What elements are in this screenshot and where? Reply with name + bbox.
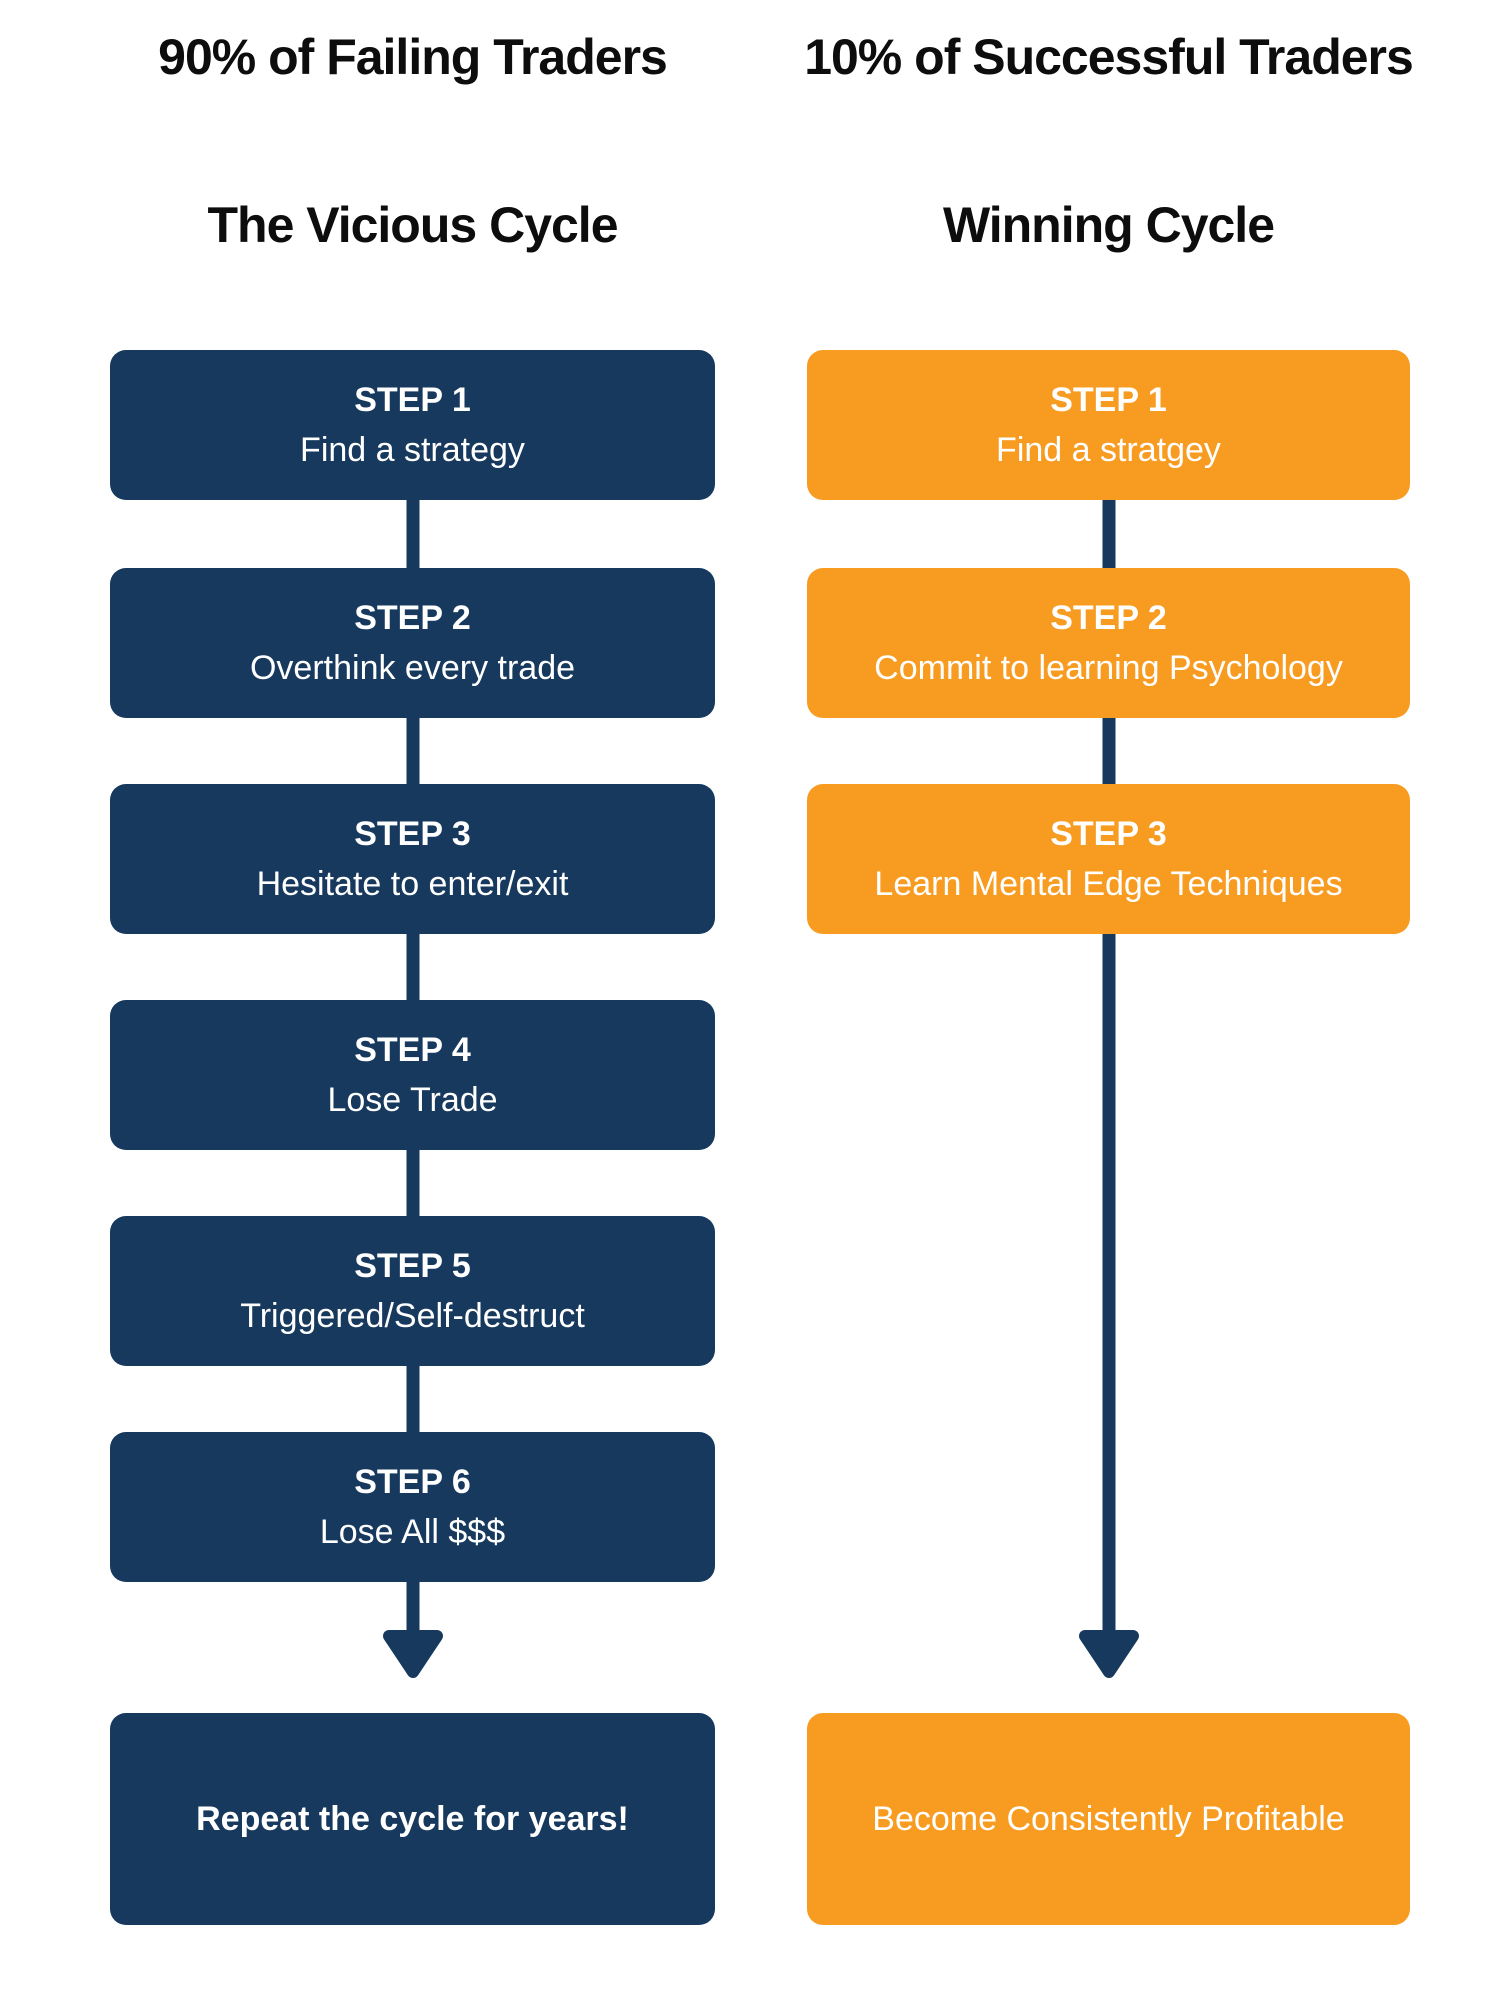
step-box: STEP 1 Find a strategy — [110, 350, 715, 500]
outcome-label: Become Consistently Profitable — [872, 1799, 1345, 1838]
winning-cycle-title: Winning Cycle — [942, 197, 1275, 253]
step-box: STEP 5 Triggered/Self-destruct — [110, 1216, 715, 1366]
step-description: Hesitate to enter/exit — [256, 865, 569, 903]
step-label: STEP 4 — [354, 1030, 471, 1069]
step-description: Lose All $$$ — [319, 1513, 506, 1551]
step-description: Commit to learning Psychology — [874, 649, 1343, 687]
outcome-box: Repeat the cycle for years! — [110, 1713, 715, 1925]
failing-traders-header: 90% of Failing Traders — [158, 29, 668, 85]
down-arrow-icon — [380, 1628, 446, 1680]
successful-traders-header: 10% of Successful Traders — [804, 29, 1414, 85]
step-box: STEP 6 Lose All $$$ — [110, 1432, 715, 1582]
step-box: STEP 2 Commit to learning Psychology — [807, 568, 1410, 718]
successful-traders-column: 10% of Successful Traders Winning Cycle … — [804, 0, 1414, 2000]
outcome-label: Repeat the cycle for years! — [196, 1799, 629, 1838]
step-label: STEP 3 — [1050, 814, 1167, 853]
step-description: Find a stratgey — [996, 431, 1221, 469]
step-box: STEP 2 Overthink every trade — [110, 568, 715, 718]
step-description: Lose Trade — [327, 1081, 498, 1119]
step-label: STEP 2 — [354, 598, 471, 637]
step-label: STEP 5 — [354, 1246, 471, 1285]
step-box: STEP 4 Lose Trade — [110, 1000, 715, 1150]
step-label: STEP 1 — [354, 380, 471, 419]
outcome-box: Become Consistently Profitable — [807, 1713, 1410, 1925]
step-box: STEP 1 Find a stratgey — [807, 350, 1410, 500]
down-arrow-icon — [1076, 1628, 1142, 1680]
step-description: Overthink every trade — [249, 649, 576, 687]
step-label: STEP 2 — [1050, 598, 1167, 637]
step-description: Learn Mental Edge Techniques — [874, 865, 1343, 903]
step-box: STEP 3 Learn Mental Edge Techniques — [807, 784, 1410, 934]
step-label: STEP 6 — [354, 1462, 471, 1501]
step-label: STEP 1 — [1050, 380, 1167, 419]
step-description: Triggered/Self-destruct — [240, 1297, 585, 1335]
step-label: STEP 3 — [354, 814, 471, 853]
step-box: STEP 3 Hesitate to enter/exit — [110, 784, 715, 934]
failing-traders-column: 90% of Failing Traders The Vicious Cycle… — [110, 0, 715, 2000]
vicious-cycle-title: The Vicious Cycle — [207, 197, 618, 253]
step-description: Find a strategy — [300, 431, 525, 469]
